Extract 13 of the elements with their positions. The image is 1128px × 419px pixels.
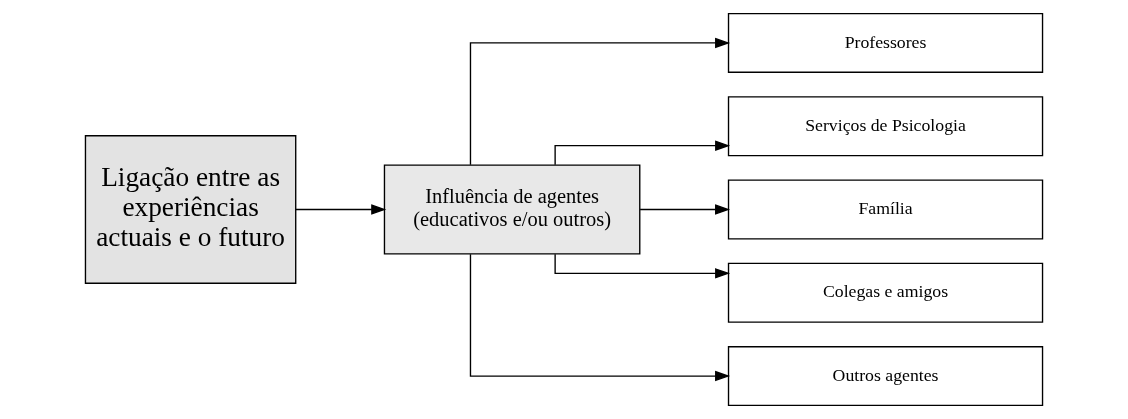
node-box: Influência de agentes (educativos e/ou outros) (383, 164, 641, 255)
node-box: Serviços de Psicologia (727, 96, 1044, 157)
node-box: Professores (727, 12, 1044, 73)
arrow (554, 253, 731, 279)
node-box: Família (727, 179, 1044, 240)
arrow (469, 253, 731, 382)
node-box: Colegas e amigos (727, 262, 1044, 323)
arrow (639, 204, 731, 215)
arrow (469, 37, 731, 166)
node-box: Outros agentes (727, 346, 1044, 407)
arrow (295, 204, 387, 215)
arrow (554, 140, 731, 166)
node-box: Ligação entre as experiências actuais e o futuro (84, 135, 297, 284)
